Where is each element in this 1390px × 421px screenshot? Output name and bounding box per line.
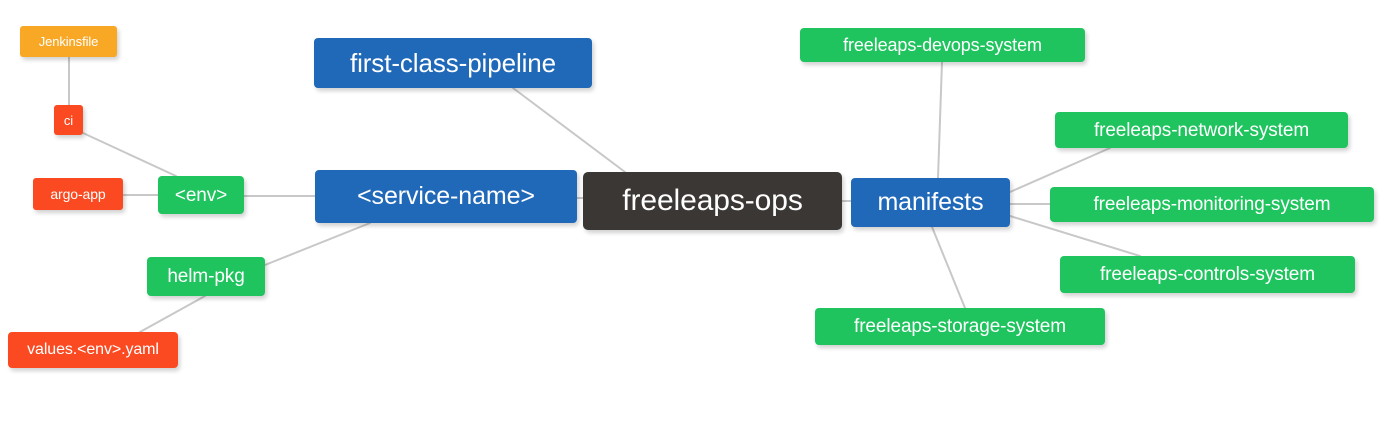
mindmap-node-freeleaps-network-system[interactable]: freeleaps-network-system <box>1055 112 1348 148</box>
mindmap-node-freeleaps-monitoring-system[interactable]: freeleaps-monitoring-system <box>1050 187 1374 222</box>
mindmap-node-service-name[interactable]: <service-name> <box>315 170 577 223</box>
edge-pipeline-ops <box>512 87 626 173</box>
edge-ci-env <box>82 132 177 177</box>
mindmap-node-argo-app[interactable]: argo-app <box>33 178 123 210</box>
edge-manifests-network <box>1009 147 1111 193</box>
edge-manifests-devops <box>937 61 943 179</box>
edge-helmpkg-servicename <box>264 222 371 266</box>
edge-valuesyaml-helmpkg <box>139 295 206 333</box>
mindmap-node-env[interactable]: <env> <box>158 176 244 214</box>
mindmap-node-helm-pkg[interactable]: helm-pkg <box>147 257 265 296</box>
mindmap-node-first-class-pipeline[interactable]: first-class-pipeline <box>314 38 592 88</box>
mindmap-node-ci[interactable]: ci <box>54 105 83 135</box>
mindmap-node-manifests[interactable]: manifests <box>851 178 1010 227</box>
mindmap-node-freeleaps-devops-system[interactable]: freeleaps-devops-system <box>800 28 1085 62</box>
edge-manifests-controls <box>1009 215 1141 257</box>
edge-manifests-storage <box>931 226 966 309</box>
mindmap-node-jenkinsfile[interactable]: Jenkinsfile <box>20 26 117 57</box>
mindmap-node-freeleaps-ops[interactable]: freeleaps-ops <box>583 172 842 230</box>
mindmap-node-values-yaml[interactable]: values.<env>.yaml <box>8 332 178 368</box>
mindmap-node-freeleaps-storage-system[interactable]: freeleaps-storage-system <box>815 308 1105 345</box>
mindmap-node-freeleaps-controls-system[interactable]: freeleaps-controls-system <box>1060 256 1355 293</box>
